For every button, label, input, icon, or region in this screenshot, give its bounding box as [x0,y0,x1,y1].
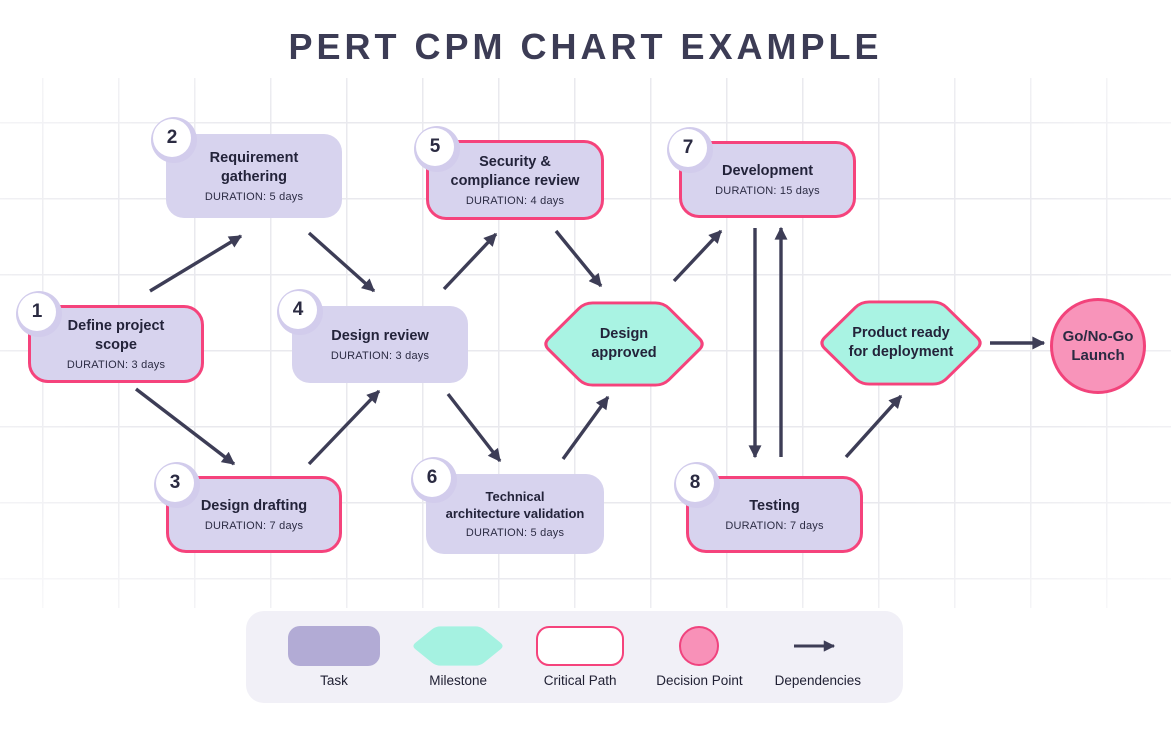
task-number: 4 [279,291,317,329]
legend-label: Milestone [429,673,487,688]
legend-label: Dependencies [774,673,861,688]
task-duration: DURATION: 5 days [204,190,304,203]
task-number: 1 [18,293,56,331]
legend-label: Task [320,673,348,688]
task-duration: DURATION: 4 days [465,194,565,207]
task-node-3: 3 Design drafting DURATION: 7 days [154,462,342,553]
task-number: 5 [416,128,454,166]
legend: Task Milestone Critical Path Decision Po… [246,611,903,703]
critical-path-swatch [536,626,625,666]
milestone-design-approved: Design approved [540,299,708,389]
page-title: PERT CPM CHART EXAMPLE [288,26,883,67]
dependencies-arrow-icon [792,626,844,666]
hexagon-shape [820,300,982,386]
decision-point-swatch [679,626,720,666]
legend-item-milestone: Milestone [412,626,504,688]
task-node-7: 7 Development DURATION: 15 days [667,127,856,218]
task-number: 7 [669,129,707,167]
task-number: 8 [676,464,714,502]
milestone-swatch [413,626,503,666]
task-node-5: 5 Security & compliance review DURATION:… [414,126,604,220]
task-node-6: 6 Technical architecture validation DURA… [411,457,604,554]
task-number: 3 [156,464,194,502]
legend-item-dependencies: Dependencies [775,626,861,688]
legend-label: Critical Path [543,673,617,688]
decision-point-go-no-go: Go/No-Go Launch [1050,298,1146,394]
task-node-4: 4 Design review DURATION: 3 days [277,289,468,383]
decision-label: Go/No-Go Launch [1062,327,1134,365]
task-duration: DURATION: 7 days [204,520,304,533]
task-title: Security & compliance review [450,154,580,189]
task-node-8: 8 Testing DURATION: 7 days [674,462,863,553]
legend-item-critical-path: Critical Path [536,626,625,688]
task-swatch [288,626,380,666]
task-title: Design drafting [200,497,308,514]
task-title: Define project scope [67,318,165,353]
legend-item-task: Task [288,626,380,688]
task-title: Technical architecture validation [445,489,585,521]
task-title: Development [721,162,814,179]
task-number: 6 [413,459,451,497]
legend-label: Decision Point [656,673,743,688]
task-duration: DURATION: 7 days [725,520,824,533]
legend-item-decision-point: Decision Point [656,626,743,688]
task-node-1: 1 Define project scope DURATION: 3 days [16,291,204,383]
task-duration: DURATION: 3 days [66,358,166,371]
task-duration: DURATION: 3 days [330,350,430,363]
milestone-label: Product ready for deployment [848,325,954,360]
task-number: 2 [153,119,191,157]
task-duration: DURATION: 5 days [465,526,565,539]
task-title: Requirement gathering [209,150,299,185]
task-title: Design review [331,327,429,344]
hexagon-shape [544,301,704,387]
task-title: Testing [749,497,800,514]
milestone-label: Design approved [591,326,657,361]
milestone-product-ready: Product ready for deployment [816,298,986,388]
task-node-2: 2 Requirement gathering DURATION: 5 days [151,117,342,218]
task-duration: DURATION: 15 days [715,185,820,198]
